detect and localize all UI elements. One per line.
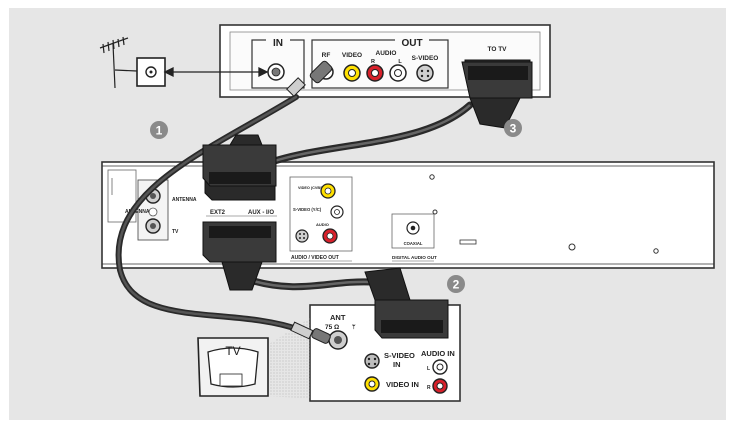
recorder-tv-out-jack [145, 218, 161, 234]
tv-icon: TV [197, 337, 269, 397]
tv-svideo-in-label1: S-VIDEO [384, 351, 415, 360]
vent-slot [459, 239, 477, 245]
svg-text:1: 1 [156, 124, 163, 138]
vcr-video-out-jack [343, 64, 361, 82]
vcr-svideo-jack [416, 64, 434, 82]
recorder-digital-out-label: DIGITAL AUDIO OUT [392, 255, 437, 260]
recorder-tv-label: TV [172, 229, 179, 235]
vcr-audio-r-jack [366, 64, 384, 82]
step-badge-3: 3 [504, 119, 522, 137]
scart-plug-recorder-ext1 [202, 221, 277, 291]
recorder-antenna-label: ANTENNA [172, 197, 197, 203]
vcr-r-label: R [371, 59, 375, 65]
vcr-audio-l-jack [389, 64, 407, 82]
vcr-audio-label: AUDIO [376, 50, 397, 57]
recorder-audio-l-jack [330, 205, 344, 219]
tv-r-label: R [427, 385, 431, 391]
recorder-audio-r-jack [322, 228, 338, 244]
vcr-totv-label: TO TV [487, 46, 507, 53]
recorder-rear-panel: ANTENNA ANTENNA TV EXT2 AUX - I/O O VIDE… [101, 161, 715, 269]
recorder-svideo-out-jack [295, 229, 309, 243]
recorder-coaxial-jack [406, 221, 420, 235]
tv-audio-l-jack [432, 359, 448, 375]
tv-ohm-label: 75 Ω [325, 324, 339, 331]
svg-text:2: 2 [453, 278, 460, 292]
tv-icon-label: TV [225, 344, 240, 358]
tv-svideo-in-jack [364, 353, 380, 369]
roof-antenna-icon [99, 36, 138, 89]
tv-antenna-symbol: ᛘ [352, 324, 356, 331]
tv-antenna-in-jack [328, 330, 348, 350]
tv-video-in-jack [364, 376, 380, 392]
vcr-out-box [311, 39, 449, 89]
vcr-video-label: VIDEO [342, 52, 362, 59]
scart-plug-vcr [461, 61, 533, 129]
screw-icon [568, 243, 576, 251]
vcr-out-label: OUT [401, 38, 422, 49]
screw-icon [432, 209, 438, 215]
step-badge-1: 1 [150, 121, 168, 139]
tv-svideo-in-label2: IN [393, 360, 401, 369]
recorder-video-cvbs-label: VIDEO (CVBS) [298, 186, 325, 190]
recorder-antenna-in-label: ANTENNA [125, 209, 150, 215]
antenna-link-arrow [163, 66, 269, 78]
svg-text:3: 3 [510, 122, 517, 136]
coax-plug-top [286, 60, 333, 97]
vcr-l-label: L [398, 59, 402, 65]
tv-video-in-label: VIDEO IN [386, 380, 419, 389]
vcr-rf-label: RF [322, 52, 331, 59]
tv-audio-in-label: AUDIO IN [421, 349, 455, 358]
tv-l-label: L [427, 366, 430, 372]
recorder-aux-io-label: AUX - I/O [248, 210, 274, 216]
recorder-video-out-jack [320, 183, 336, 199]
vcr-antenna-in-jack [267, 63, 285, 81]
screw-icon [429, 174, 435, 180]
screw-icon [653, 248, 659, 254]
wall-antenna-socket [136, 57, 166, 87]
recorder-audio-small-label: AUDIO [316, 222, 329, 227]
scart-plug-tv [364, 267, 449, 339]
step-badge-2: 2 [447, 275, 465, 293]
tv-audio-r-jack [432, 378, 448, 394]
tv-ant-label: ANT [330, 313, 346, 322]
recorder-coaxial-label: COAXIAL [404, 241, 423, 246]
recorder-av-out-label: AUDIO / VIDEO OUT [291, 255, 339, 261]
vcr-svideo-label: S-VIDEO [412, 55, 439, 62]
scart-plug-recorder-ext2 [202, 134, 277, 187]
recorder-svideo-yc-label: S-VIDEO (Y/C) [293, 207, 322, 212]
coax-plug-bottom [290, 321, 331, 344]
recorder-ext2-label: EXT2 [210, 210, 226, 216]
vcr-in-label: IN [273, 38, 283, 49]
